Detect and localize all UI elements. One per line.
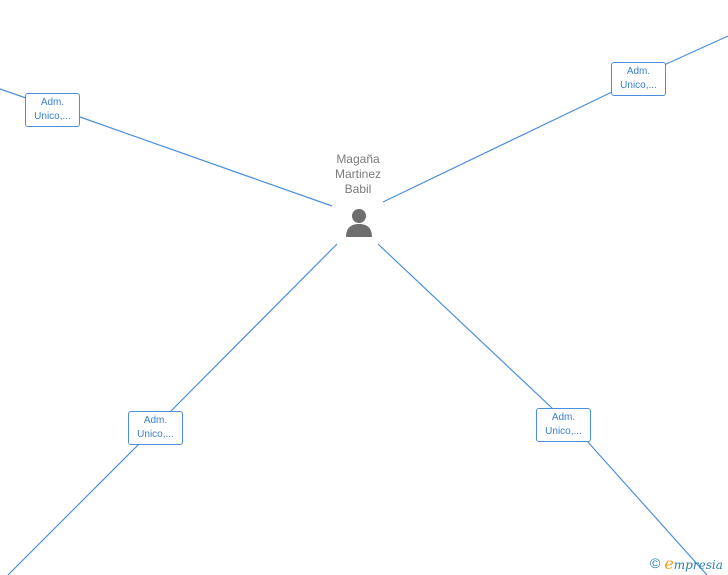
edge-bottom-right — [377, 243, 554, 410]
empresia-logo[interactable]: © empresia — [650, 553, 723, 573]
role-node-top-left[interactable]: Adm. Unico,... — [25, 93, 80, 127]
edge-top-left-outer — [0, 88, 27, 99]
role-line-1: Adm. — [143, 415, 168, 426]
role-line-2: Unico,... — [545, 426, 582, 437]
role-line-2: Unico,... — [34, 111, 71, 122]
role-line-2: Unico,... — [620, 80, 657, 91]
role-line-1: Adm. — [626, 66, 651, 77]
edge-top-right-outer — [663, 35, 728, 66]
center-person-name: Magaña Martinez Babil — [313, 152, 403, 197]
brand-name: empresia — [664, 554, 723, 573]
role-node-bottom-left[interactable]: Adm. Unico,... — [128, 411, 183, 445]
edge-top-right — [382, 91, 613, 203]
person-icon[interactable] — [344, 207, 374, 239]
role-node-top-right[interactable]: Adm. Unico,... — [611, 62, 666, 96]
brand-initial: e — [664, 553, 674, 573]
person-name-line-1: Magaña — [336, 152, 380, 166]
role-line-1: Adm. — [551, 412, 576, 423]
person-name-line-3: Babil — [344, 182, 372, 196]
role-line-1: Adm. — [40, 97, 65, 108]
edge-bottom-right-outer — [586, 440, 708, 575]
edge-bottom-left-outer — [7, 442, 141, 575]
edge-bottom-left — [169, 243, 338, 413]
edge-top-left — [79, 116, 333, 207]
copyright-icon: © — [650, 555, 661, 571]
brand-rest: mpresia — [673, 557, 723, 572]
role-line-2: Unico,... — [137, 429, 174, 440]
role-node-bottom-right[interactable]: Adm. Unico,... — [536, 408, 591, 442]
person-name-line-2: Martinez — [334, 167, 381, 181]
